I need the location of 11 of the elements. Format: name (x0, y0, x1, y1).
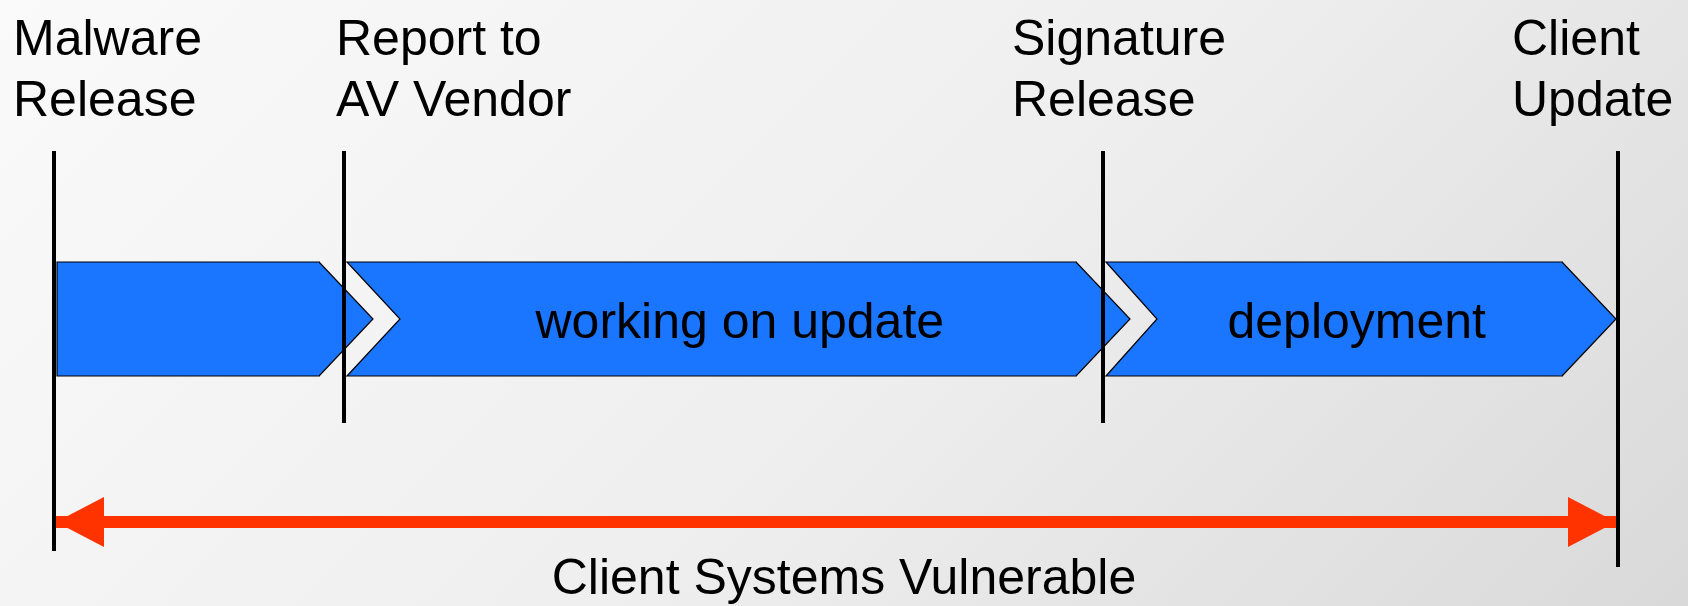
edge-label: deployment (1227, 296, 1486, 346)
milestone-label: Report to AV Vendor (336, 9, 573, 129)
milestone-label: Signature Release (1012, 9, 1228, 129)
edge-label: working on update (535, 296, 945, 346)
chevron-arrow (56, 261, 374, 377)
span-label: Client Systems Vulnerable (550, 552, 1138, 602)
chevron-arrow (1104, 261, 1617, 377)
milestone-label: Client Update (1512, 9, 1675, 129)
chevron-arrow (345, 261, 1131, 377)
double-arrow (56, 497, 1616, 547)
milestone-label: Malware Release (13, 9, 203, 129)
